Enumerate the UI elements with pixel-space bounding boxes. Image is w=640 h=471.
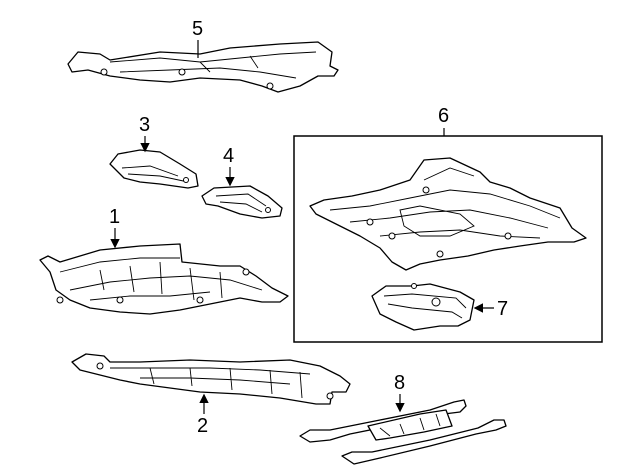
part-2-lower-shield — [71, 353, 351, 405]
callout-7: 7 — [473, 298, 508, 320]
part-8-crossmember — [299, 399, 507, 465]
part-7-pan — [371, 283, 475, 331]
group-box-6-7 — [293, 135, 603, 343]
part-1-under-cover — [39, 243, 289, 315]
svg-text:6: 6 — [438, 105, 449, 127]
svg-text:3: 3 — [139, 114, 150, 136]
callout-8: 8 — [394, 372, 405, 413]
part-4-bracket — [201, 185, 283, 219]
callout-1: 1 — [109, 206, 120, 249]
part-5-shield — [67, 41, 339, 93]
svg-text:4: 4 — [223, 145, 234, 167]
svg-text:5: 5 — [192, 18, 203, 40]
part-3-cover — [109, 149, 199, 189]
svg-text:1: 1 — [109, 206, 120, 228]
svg-text:8: 8 — [394, 372, 405, 394]
svg-text:7: 7 — [497, 298, 508, 320]
callout-4: 4 — [223, 145, 235, 187]
callout-3: 3 — [139, 114, 150, 153]
callout-6: 6 — [438, 105, 449, 136]
callout-5: 5 — [192, 18, 203, 58]
svg-text:2: 2 — [197, 415, 208, 437]
callout-2: 2 — [197, 393, 209, 437]
part-6-engine-cover — [309, 157, 587, 271]
